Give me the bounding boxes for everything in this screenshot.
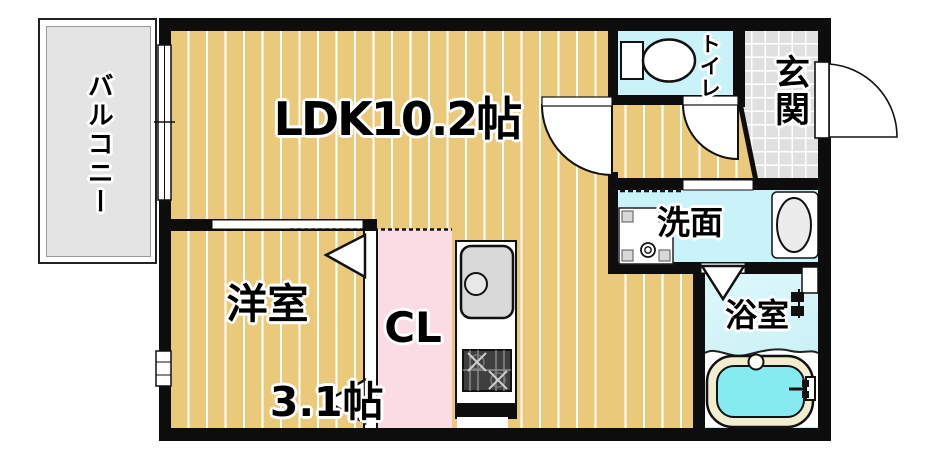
- wall-ldk-toilet: [608, 18, 618, 105]
- washroom-label: 洗面: [657, 203, 723, 242]
- ldk-label: LDK10.2帖: [273, 92, 523, 146]
- toilet-label: トイレ: [697, 33, 722, 99]
- wall-bottom: [159, 428, 831, 441]
- wall-bathroom-left: [693, 262, 705, 441]
- western-room-size: 3.1帖: [269, 378, 384, 427]
- closet-door-strip: [363, 229, 378, 428]
- kitchen-floor: [608, 274, 693, 428]
- balcony-floor: [46, 26, 151, 257]
- wall-ldk-washroom: [608, 172, 618, 274]
- kitchen-counter: [455, 240, 517, 405]
- balcony-area: [38, 18, 157, 264]
- wall-toilet-entrance: [733, 18, 745, 107]
- wall-right: [818, 18, 831, 441]
- entrance-label: 玄関: [769, 54, 809, 128]
- wall-ldk-bedroom: [159, 219, 377, 231]
- wall-top: [159, 18, 831, 31]
- closet-area: [378, 229, 452, 428]
- bottom-wall-notch: [457, 417, 508, 428]
- wall-hall-washroom: [608, 178, 831, 190]
- wall-washroom-bathroom: [608, 262, 831, 274]
- western-room-label: 洋室 3.1帖: [170, 280, 384, 428]
- wall-toilet-hall: [608, 95, 745, 105]
- counter-end-wall: [455, 405, 517, 419]
- bathroom-label: 浴室: [724, 296, 789, 334]
- closet-label: CL: [384, 303, 442, 352]
- western-room-name: 洋室: [226, 280, 309, 328]
- balcony-label: バルコニー: [83, 72, 114, 217]
- hall-floor: [608, 103, 755, 178]
